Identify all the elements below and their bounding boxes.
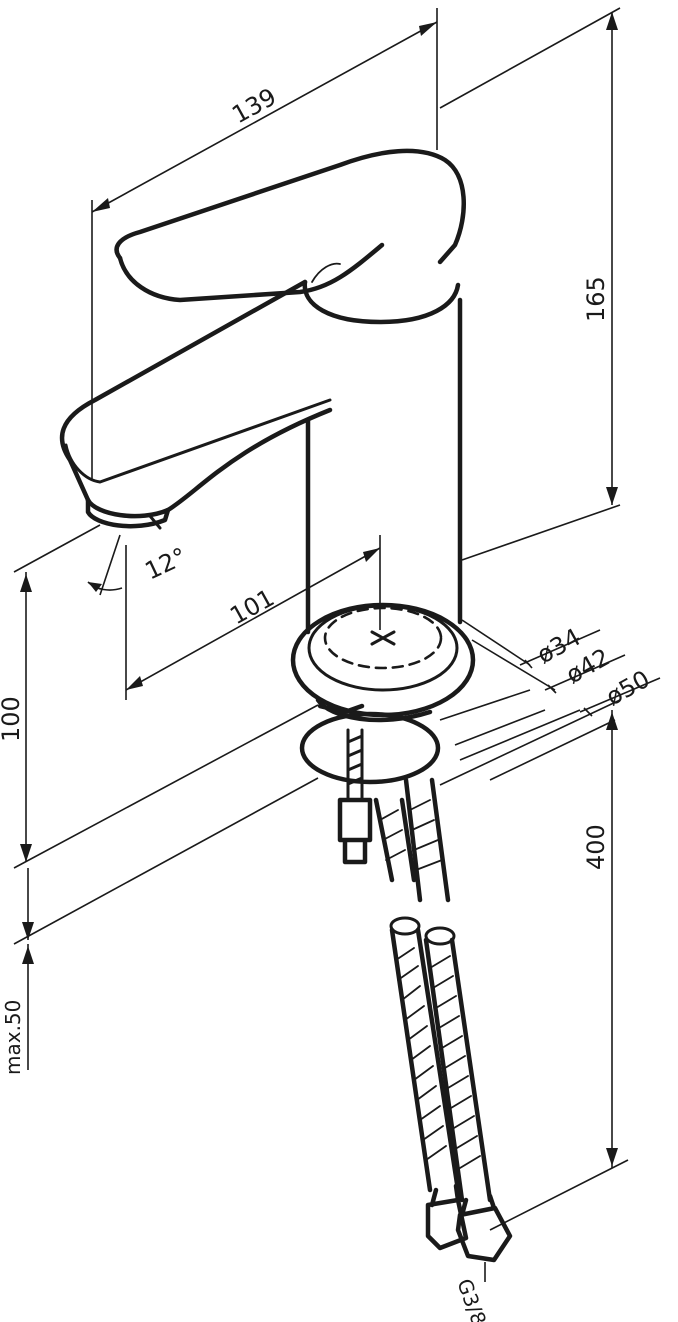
cartridge-collar [302,279,461,325]
dimension-lines [13,7,661,1282]
center-mark [370,630,396,646]
label-thread: G3/8 [452,1276,491,1322]
aerator [85,497,171,529]
label-deck-thickness: max.50 [1,1000,25,1075]
mounting-washer [299,711,441,785]
spout-top [59,279,308,503]
label-spout-reach: 101 [225,584,279,631]
threaded-rod [346,728,364,802]
hose-fitting-left [425,1183,469,1251]
body-dashed-circle [323,606,443,670]
hose-braid [379,799,481,1169]
hose-fitting-right [455,1193,513,1263]
lever-handle-underside [117,242,385,303]
mounting-nut [337,797,373,865]
faucet-body [59,148,476,865]
hoses [373,777,513,1263]
label-spout-height: 100 [0,696,25,742]
label-hose-length: 400 [582,824,610,870]
spout-inner-edge [64,398,332,484]
hose-long-left [389,927,461,1193]
hose-upper-right [403,777,451,903]
mounting-stud [315,697,433,723]
label-height-top: 165 [582,276,610,322]
label-spout-angle: 12° [141,542,191,585]
hose-long-right [423,937,493,1203]
base-ring-inner [307,604,459,692]
lever-handle [114,148,466,265]
spout-bottom [85,407,333,519]
base-ring-outer [290,602,476,718]
